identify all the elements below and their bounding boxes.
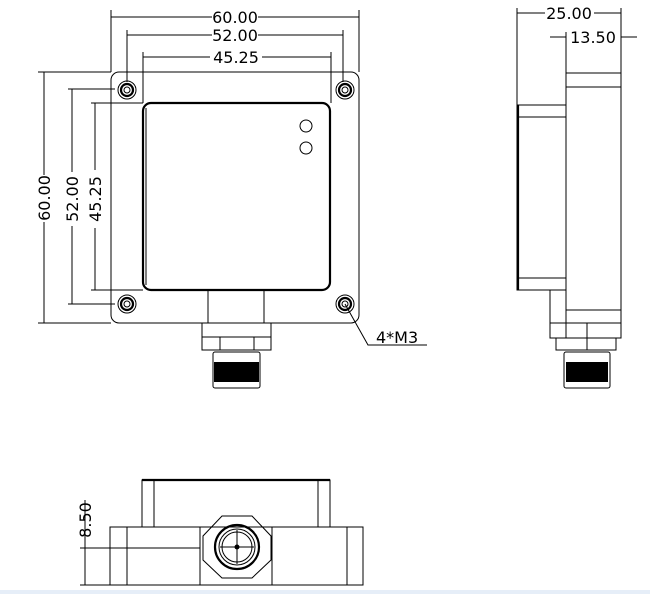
hole-callout: 4*M3 (376, 328, 418, 347)
mounting-holes (117, 80, 355, 314)
dim-depth-13: 13.50 (570, 28, 616, 47)
dim-height-60: 60.00 (35, 175, 54, 221)
bottom-strip (0, 590, 650, 594)
dim-width-60: 60.00 (212, 8, 258, 27)
front-view: 60.00 52.00 45.25 60.00 52.00 45.25 4*M3 (35, 8, 427, 389)
dims-horizontal (110, 10, 360, 103)
led-indicator-2 (299, 141, 313, 155)
dim-height-52: 52.00 (63, 176, 82, 222)
dim-width-52: 52.00 (212, 26, 258, 45)
led-indicator-1 (299, 119, 313, 133)
dim-width-45: 45.25 (213, 48, 259, 67)
dim-depth-25: 25.00 (546, 4, 592, 23)
dim-connector-height: 8.50 (76, 502, 95, 538)
connector-hex-nut (202, 515, 272, 579)
bottom-view (80, 478, 364, 586)
mounting-plate (110, 71, 360, 324)
dim-height-45: 45.25 (86, 176, 105, 222)
hole-leader-line (344, 303, 427, 346)
connector-front (201, 289, 272, 389)
side-view (516, 8, 637, 389)
dims-vertical (38, 71, 143, 324)
